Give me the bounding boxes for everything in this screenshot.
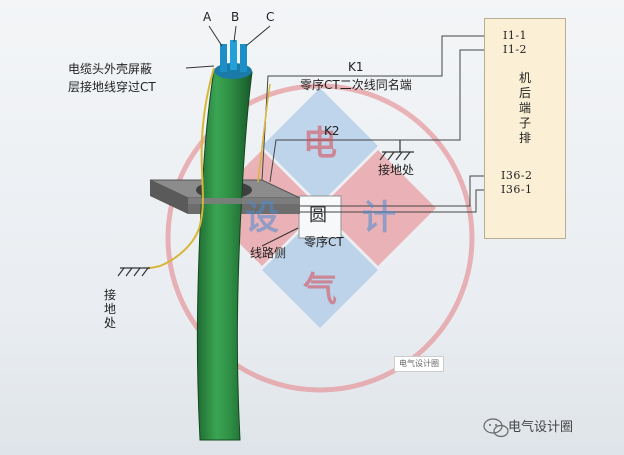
terminal-title: 机 后 端 子 排 [519,71,532,145]
core-a [220,44,227,72]
watermark-char-3: 计 [362,198,396,238]
terminal-block: I1-1 I1-2 机 后 端 子 排 I36-2 I36-1 [484,18,566,239]
ground-label-left: 接 地 处 [104,288,117,330]
k2-label: K2 [324,124,340,138]
shield-label-line2: 层接地线穿过CT [68,80,156,94]
k1-description: 零序CT二次线同名端 [300,78,412,92]
leader-a [208,25,223,47]
terminal-i36-2: I36-2 [501,169,533,182]
shield-label-line1: 电缆头外壳屏蔽 [68,62,153,76]
ground-symbol-left [117,267,150,277]
watermark-ring [165,83,475,393]
power-cable [196,40,253,441]
ct-secondary-wire [257,83,271,183]
ground-label-right: 接地处 [378,163,415,177]
watermark-char-2: 设 [245,198,279,238]
i36-1-wire [300,189,484,213]
watermark-diamond-right [320,150,436,266]
terminal-i1-1: I1-1 [503,29,528,42]
core-b [230,40,237,70]
phase-b-label: B [231,10,240,24]
watermark-char-4: 气 [303,270,337,310]
leader-shield [185,65,215,69]
watermark-diamond-top [262,88,378,204]
terminal-i36-1: I36-1 [501,183,533,196]
ground-symbol-right [379,140,414,161]
phase-c-label: C [266,10,275,24]
phase-a-label: A [203,10,212,24]
leader-b [233,25,237,43]
watermark-diamond-bottom [262,212,378,328]
k2-wire [269,49,484,183]
ct-label: 零序CT [304,235,344,249]
line-side-label: 线路侧 [250,246,287,260]
i36-2-wire [300,175,484,207]
watermark-char-1: 电 [303,124,337,164]
cable-body [196,69,253,441]
brand-label[interactable]: 电气设计圈 [508,420,574,435]
wechat-icon [483,418,509,438]
watermark-emblem [165,83,475,393]
watermark-center-box [298,195,342,239]
ct-lip [188,198,300,204]
leader-c [245,25,271,47]
watermark-center-char: 圆 [309,205,327,226]
leader-line-side [261,227,299,247]
ct-left-face [150,180,188,214]
terminal-i1-2: I1-2 [503,43,528,56]
core-c [240,44,247,72]
k1-label: K1 [348,60,364,74]
watermark-badge: 电气设计圈 [394,356,444,372]
shield-ground-wire [147,67,215,269]
